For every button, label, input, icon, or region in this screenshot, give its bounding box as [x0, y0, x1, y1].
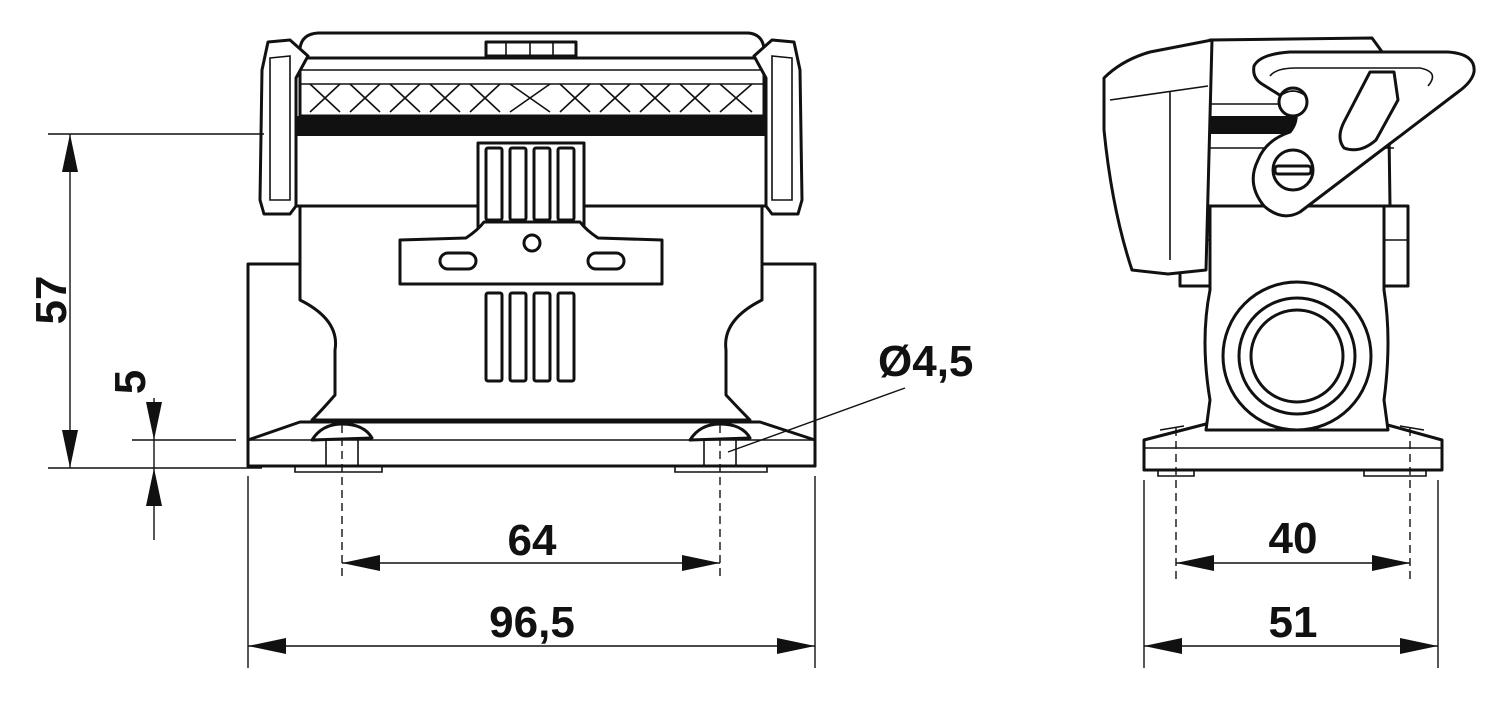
side-lever-slot: [1338, 70, 1400, 152]
dim-height-57: 57: [27, 276, 76, 325]
front-slot-left: [438, 251, 478, 271]
dim-flange-5: 5: [106, 370, 155, 394]
side-view: [1102, 36, 1476, 580]
side-cable-entry-outer: [1221, 280, 1373, 432]
front-slot-right: [586, 251, 626, 271]
front-seal-band: [296, 116, 766, 136]
front-grip-plate: [476, 141, 586, 229]
dim-hole-spacing-40: 40: [1269, 514, 1318, 563]
side-lever-housing: [1102, 38, 1214, 276]
front-cover-tab: [484, 40, 578, 58]
dim-hole-diameter: Ø4,5: [878, 337, 973, 386]
front-lever-left: [258, 38, 310, 216]
side-cable-entry-middle: [1237, 296, 1357, 416]
front-dimensions: 57 5 Ø4,5 64 96,5: [27, 133, 973, 668]
dim-width-96-5: 96,5: [489, 598, 575, 647]
front-lever-right: [752, 38, 804, 216]
side-body: [1203, 204, 1390, 432]
dim-hole-spacing-64: 64: [508, 516, 557, 565]
side-pin: [1277, 86, 1309, 118]
front-view: [246, 31, 817, 580]
front-screw-dot: [522, 233, 542, 253]
dim-width-51: 51: [1269, 598, 1318, 647]
side-dimensions: 40 51: [1143, 480, 1439, 668]
side-cable-entry-inner: [1249, 308, 1345, 404]
